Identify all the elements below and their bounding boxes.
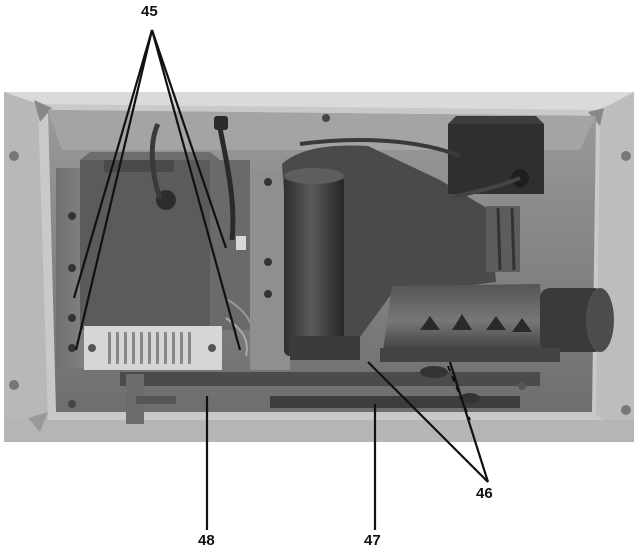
leader-line-45-b bbox=[74, 29, 154, 351]
center-mount-plate bbox=[250, 170, 290, 370]
callout-46: 46 bbox=[476, 485, 493, 502]
leader-line-45-d bbox=[150, 29, 242, 351]
leader-line-46-a bbox=[367, 361, 489, 483]
junction-box bbox=[299, 116, 544, 200]
callout-48: 48 bbox=[198, 532, 215, 549]
leader-line-46-b bbox=[448, 361, 490, 483]
motor-fan bbox=[380, 284, 614, 362]
leader-line-45-c bbox=[150, 29, 228, 249]
blower-housing bbox=[282, 145, 520, 360]
callout-47: 47 bbox=[364, 532, 381, 549]
lower-rail bbox=[120, 366, 540, 424]
callout-45: 45 bbox=[141, 3, 158, 20]
leader-line-45-a bbox=[72, 29, 154, 299]
